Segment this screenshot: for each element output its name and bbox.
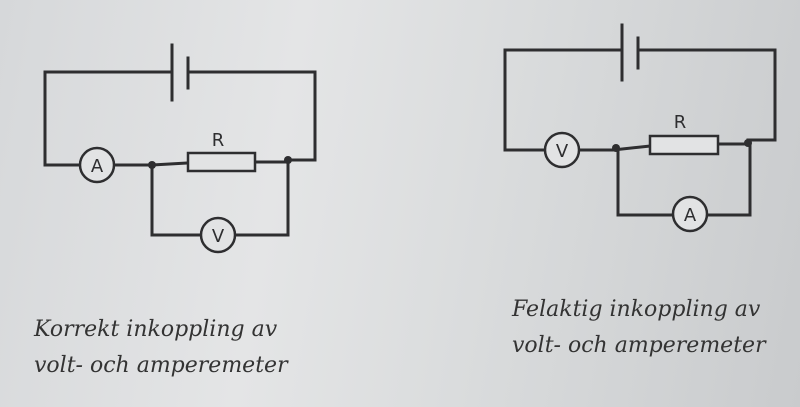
resistor-label: R [212,130,225,151]
left-caption: Korrekt inkoppling av volt- och ampereme… [34,312,288,384]
junction [744,139,752,147]
resistor [186,151,257,173]
voltmeter-label: V [212,226,225,247]
ammeter-label: A [91,156,104,177]
voltmeter [199,216,237,254]
left-caption-line2: volt- och amperemeter [34,353,288,378]
resistor [648,134,720,156]
ammeter [78,146,116,184]
junction [612,144,620,152]
voltmeter [543,131,581,169]
right-caption-line2: volt- och amperemeter [512,333,766,358]
ammeter [671,195,709,233]
junction [148,161,156,169]
right-circuit: V A R [503,23,777,233]
resistor-label: R [674,112,687,133]
right-caption: Felaktig inkoppling av volt- och amperem… [512,292,766,364]
left-caption-line1: Korrekt inkoppling av [34,317,278,342]
voltmeter-label: V [556,141,569,162]
left-circuit: A V R [43,43,317,254]
junction [284,156,292,164]
right-caption-line1: Felaktig inkoppling av [512,297,761,322]
ammeter-label: A [684,205,697,226]
